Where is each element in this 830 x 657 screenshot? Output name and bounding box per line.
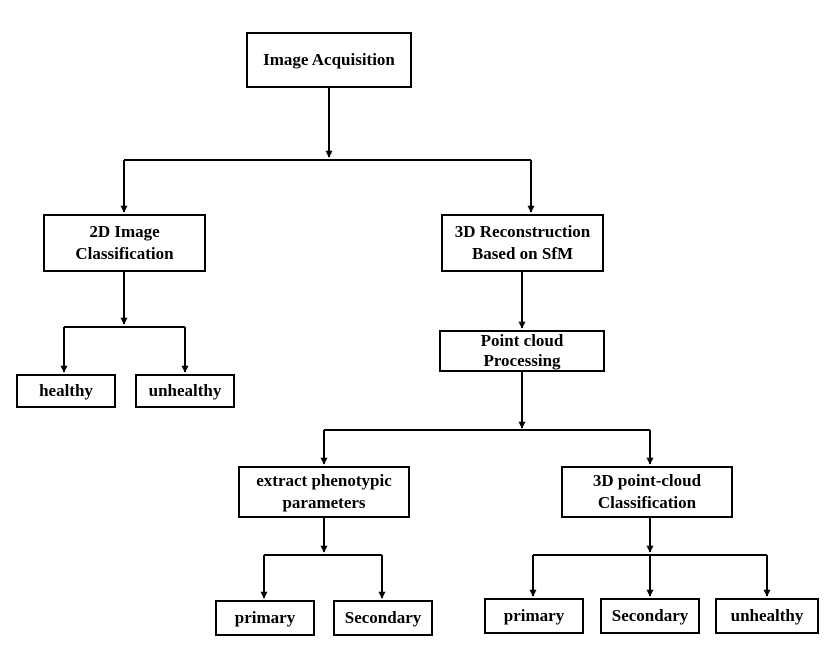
healthy-box: healthy	[16, 374, 116, 408]
image-acquisition-label: Image Acquisition	[263, 50, 395, 69]
primary-right-box: primary	[484, 598, 584, 634]
classification-3d-label-line2: Classification	[597, 493, 697, 512]
reconstruction-box: 3D Reconstruction Based on SfM	[441, 214, 604, 272]
point-cloud-label-line1: Point cloud	[480, 331, 564, 350]
unhealthy-2d-box: unhealthy	[135, 374, 235, 408]
classification-3d-label-line1: 3D point-cloud	[592, 471, 702, 490]
reconstruction-label-line1: 3D Reconstruction	[454, 222, 591, 241]
point-cloud-box: Point cloud Processing	[439, 330, 605, 372]
secondary-right-label: Secondary	[611, 606, 689, 625]
unhealthy-3d-box: unhealthy	[715, 598, 819, 634]
extract-label-line2: parameters	[282, 493, 366, 512]
secondary-right-box: Secondary	[600, 598, 700, 634]
primary-left-label: primary	[234, 608, 296, 627]
point-cloud-label-line2: Processing	[483, 351, 561, 370]
secondary-left-label: Secondary	[344, 608, 422, 627]
secondary-left-box: Secondary	[333, 600, 433, 636]
classification-2d-box: 2D Image Classification	[43, 214, 206, 272]
classification-2d-label-line2: Classification	[75, 244, 174, 263]
extract-label-line1: extract phenotypic	[256, 471, 392, 490]
classification-2d-label-line1: 2D Image	[89, 222, 160, 241]
primary-right-label: primary	[503, 606, 565, 625]
unhealthy-2d-label: unhealthy	[148, 381, 222, 400]
classification-3d-box: 3D point-cloud Classification	[561, 466, 733, 518]
primary-left-box: primary	[215, 600, 315, 636]
unhealthy-3d-label: unhealthy	[730, 606, 804, 625]
healthy-label: healthy	[39, 381, 93, 400]
extract-parameters-box: extract phenotypic parameters	[238, 466, 410, 518]
reconstruction-label-line2: Based on SfM	[471, 244, 574, 263]
image-acquisition-box: Image Acquisition	[246, 32, 412, 88]
